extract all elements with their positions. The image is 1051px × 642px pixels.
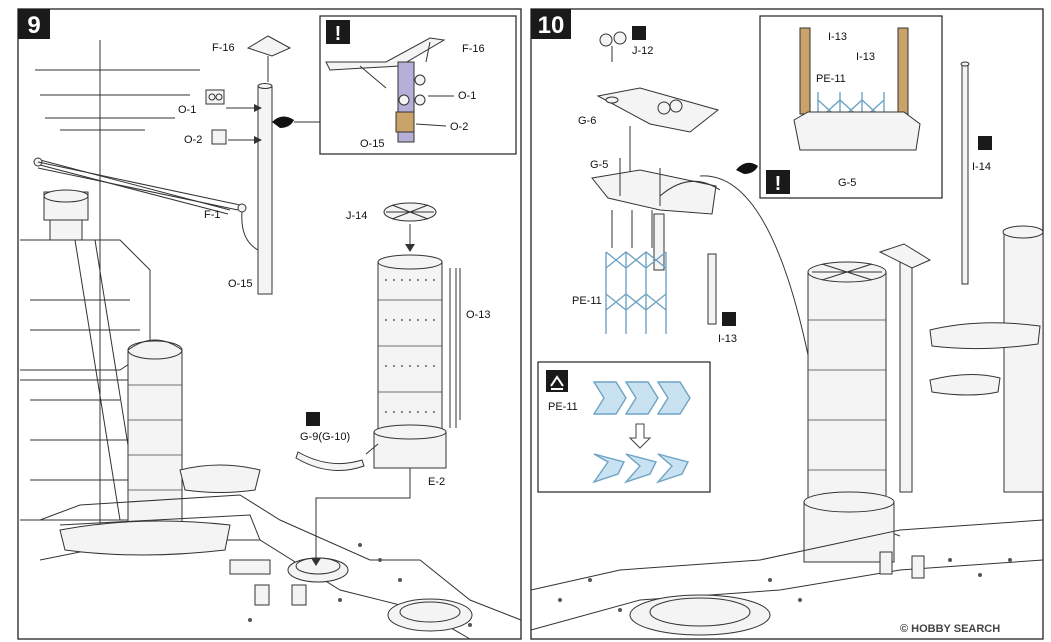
fold-up-icon [546,370,568,392]
g9-part [295,451,365,471]
step-9-number: 9 [27,12,40,39]
label-i14: I-14 [972,161,991,173]
funnel-right [807,271,887,503]
i14-rod: I-14 [960,61,992,285]
label-o15: O-15 [228,278,252,290]
label-o2: O-2 [184,134,202,146]
step-9-border [17,8,522,640]
inset-label-pe11: PE-11 [548,401,578,413]
ship-background-right [387,225,1044,636]
step-10-panel: 10 J-12 G-6 G-5 [387,8,1044,640]
label-g5: G-5 [590,159,608,171]
part-tag-icon [306,412,320,426]
callout-label-i13-a: I-13 [828,31,847,43]
i13-rod [707,253,717,325]
label-o13: O-13 [466,309,490,321]
callout-label-o15: O-15 [360,138,384,150]
label-f1: F-1 [204,209,221,221]
o2-part [211,129,227,145]
label-f16: F-16 [212,42,235,54]
label-j12: J-12 [632,45,653,57]
warning-symbol: ! [335,23,342,45]
part-tag-icon-i14 [978,136,992,150]
warning-icon-10 [766,170,790,194]
label-i13: I-13 [718,333,737,345]
callout-pointer [272,116,294,128]
callout-pointer-10 [736,162,758,174]
o15-pole [257,85,273,295]
pe11-truss-small [605,251,667,334]
ship-background-left [20,40,522,640]
pe11-bending-inset: PE-11 [537,361,711,493]
funnel-assembly: J-14 E-2 O-13 [295,202,490,566]
j12-lights: J-12 [599,26,653,62]
callout-f16-part [325,37,446,71]
watermark: © HOBBY SEARCH [900,623,1000,635]
callout-label-f16: F-16 [462,43,485,55]
label-j14: J-14 [346,210,367,222]
warning-icon [326,20,350,44]
callout-label-pe11: PE-11 [816,73,846,85]
label-o1: O-1 [178,104,196,116]
brass-rod-left [799,27,811,115]
step-9-panel: 9 [17,8,522,640]
step-9-badge [18,9,50,39]
funnel-body [377,261,443,433]
callout-label-g5: G-5 [838,177,856,189]
callout-label-o2: O-2 [450,121,468,133]
label-g6: G-6 [578,115,596,127]
detail-callout-10: ! I-13 I-13 PE-11 G-5 [759,15,943,199]
label-e2: E-2 [428,476,445,488]
label-g9: G-9(G-10) [300,431,350,443]
step-10-number: 10 [538,12,565,39]
callout-label-i13-b: I-13 [856,51,875,63]
f16-part [246,35,292,57]
step-10-badge [531,9,571,39]
part-tag-icon-j12 [632,26,646,40]
part-tag-icon-i13 [722,312,736,326]
callout-label-o1: O-1 [458,90,476,102]
mast-assembly: F-16 O-15 O-1 O-2 F-1 [37,35,320,295]
callout-box-10 [759,15,943,199]
detail-callout-9: ! F-16 O-1 O-2 O-15 [319,15,517,155]
g5-part [591,169,717,215]
warning-symbol-10: ! [775,173,782,195]
brass-rod-right [897,27,909,115]
label-pe11: PE-11 [572,295,602,307]
